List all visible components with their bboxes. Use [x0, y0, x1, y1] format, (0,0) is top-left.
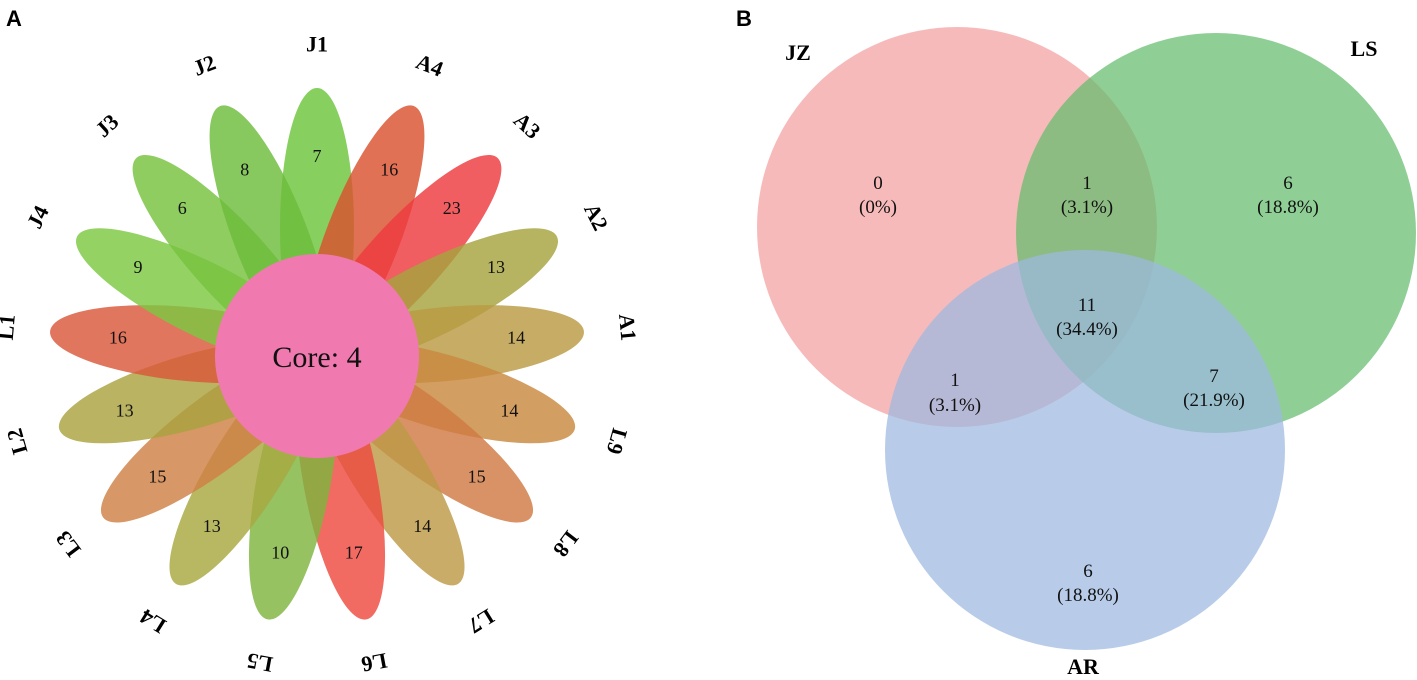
petal-value-l5: 10: [271, 543, 289, 563]
venn-pct-ls-ar: (21.9%): [1183, 390, 1245, 411]
venn-count-ls-only: 6: [1283, 173, 1293, 194]
venn-label-jz: JZ: [785, 40, 811, 65]
petal-value-l6: 17: [345, 543, 363, 563]
petal-value-l4: 13: [203, 516, 221, 536]
petal-value-l2: 13: [116, 401, 134, 421]
venn-label-ls: LS: [1351, 36, 1378, 61]
venn-count-jz-ls: 1: [1082, 173, 1092, 194]
venn-diagram: JZ LS AR 0 (0%) 6 (18.8%) 1 (3.1%) 11 (3…: [757, 27, 1416, 679]
petal-value-j2: 8: [240, 160, 249, 180]
petal-label-a4: A4: [413, 49, 447, 82]
petal-value-j4: 9: [134, 257, 143, 277]
petal-value-j3: 6: [178, 198, 187, 218]
venn-label-ar: AR: [1067, 654, 1100, 679]
venn-circle-ar: [885, 250, 1285, 650]
flower-core-label: Core: 4: [272, 341, 361, 374]
petal-label-l4: L4: [135, 604, 170, 639]
petal-label-a1: A1: [614, 313, 641, 342]
venn-pct-jz-ar: (3.1%): [929, 395, 981, 416]
petal-value-l7: 14: [413, 516, 431, 536]
petal-value-l3: 15: [148, 467, 166, 487]
petal-label-l6: L6: [359, 648, 389, 677]
panel-b-letter: B: [736, 6, 752, 31]
panel-a-letter: A: [6, 6, 22, 31]
petal-value-a2: 13: [487, 257, 505, 277]
petal-value-a4: 16: [380, 160, 398, 180]
petal-label-l2: L2: [1, 426, 32, 458]
venn-count-jz-ar: 1: [950, 370, 960, 391]
petal-label-a2: A2: [579, 199, 613, 234]
petal-value-l8: 15: [468, 467, 486, 487]
petal-value-a1: 14: [507, 328, 525, 348]
petal-value-j1: 7: [313, 146, 322, 166]
petal-label-l8: L8: [548, 526, 583, 562]
petal-value-l9: 14: [500, 401, 518, 421]
flower-diagram: Core: 4 7 16 23 13 14 14 15 14 17 10 13 15 13 16 9 6 8 J…: [0, 32, 641, 678]
petal-value-a3: 23: [443, 198, 461, 218]
petal-label-l7: L7: [464, 604, 499, 639]
venn-pct-ls-only: (18.8%): [1257, 197, 1319, 218]
venn-count-ls-ar: 7: [1209, 366, 1219, 387]
petal-label-j2: J2: [190, 49, 220, 80]
venn-pct-jz-only: (0%): [859, 197, 897, 218]
petal-label-j1: J1: [306, 32, 328, 57]
petal-value-l1: 16: [109, 328, 127, 348]
petal-label-j3: J3: [90, 109, 123, 142]
flower-petal-values: 7 16 23 13 14 14 15 14 17 10 13 15 13 16 9 6 8: [109, 146, 525, 563]
venn-pct-ar-only: (18.8%): [1057, 585, 1119, 606]
venn-count-all-three: 11: [1078, 295, 1096, 316]
venn-count-jz-only: 0: [873, 173, 883, 194]
petal-label-l1: L1: [0, 313, 20, 341]
petal-label-l9: L9: [602, 426, 633, 458]
venn-pct-all-three: (34.4%): [1056, 319, 1118, 340]
venn-count-ar-only: 6: [1083, 561, 1093, 582]
petal-label-l3: L3: [50, 526, 85, 562]
flower-core: [215, 254, 419, 458]
petal-label-j4: J4: [22, 201, 54, 232]
venn-pct-jz-ls: (3.1%): [1061, 197, 1113, 218]
petal-label-l5: L5: [245, 648, 275, 677]
petal-label-a3: A3: [509, 107, 546, 144]
